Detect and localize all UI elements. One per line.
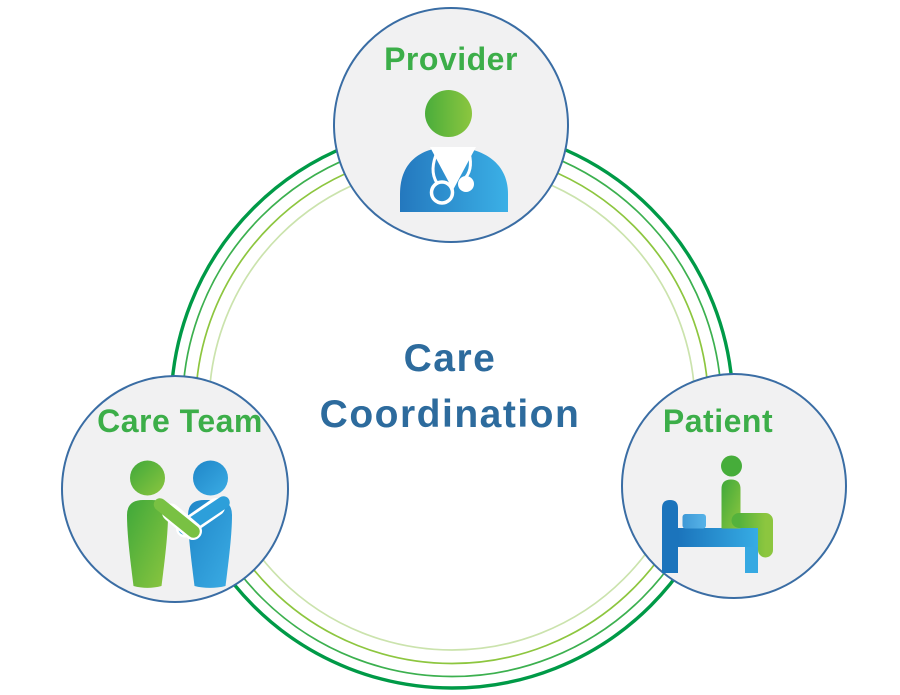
green-person-head	[130, 460, 165, 496]
patient-node	[621, 373, 847, 599]
provider-node	[333, 7, 569, 243]
title-line-2: Coordination	[319, 393, 581, 436]
bed-leg	[745, 547, 758, 573]
green-person-arm	[153, 498, 200, 538]
patient-label: Patient	[662, 403, 774, 439]
care-team-label: Care Team	[97, 403, 263, 439]
doctor-icon	[400, 90, 508, 212]
bed-pillow	[682, 514, 706, 529]
green-person-body	[127, 500, 168, 588]
stethoscope-right-tube	[464, 149, 472, 178]
patient-leg	[731, 513, 773, 558]
patient-head	[721, 455, 742, 477]
care-team-circle	[61, 375, 289, 603]
blue-person-head	[193, 460, 228, 496]
patient-in-bed-icon	[662, 455, 773, 573]
handshake-team-icon	[127, 460, 232, 588]
stethoscope-left-tube	[431, 149, 440, 184]
provider-label: Provider	[384, 41, 518, 77]
bed-headboard	[662, 500, 678, 573]
bed-frame	[678, 528, 758, 547]
diagram-title: Care Coordination	[250, 331, 650, 443]
doctor-collar	[430, 147, 476, 190]
stethoscope-loop	[429, 180, 455, 205]
care-team-node	[61, 375, 289, 603]
title-line-1: Care	[403, 337, 497, 380]
doctor-head	[425, 90, 472, 137]
stethoscope-chestpiece	[458, 176, 474, 192]
